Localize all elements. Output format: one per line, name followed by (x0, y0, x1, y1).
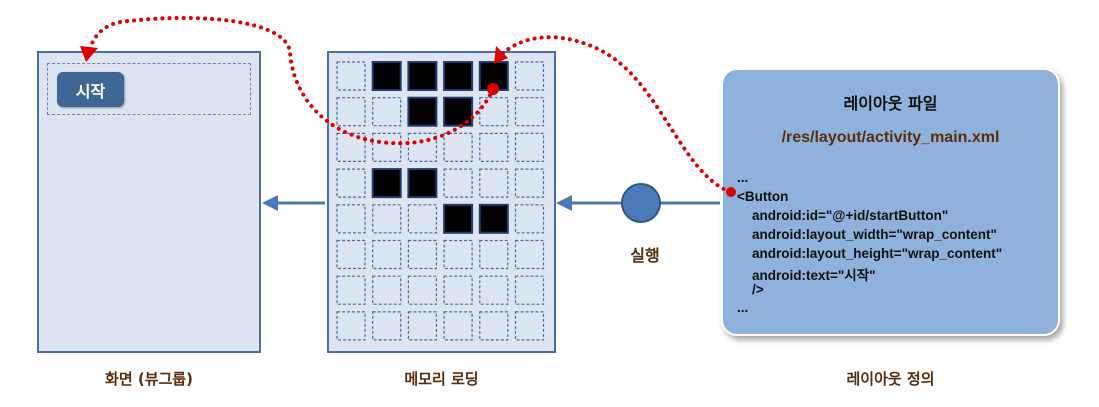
memory-cell-empty (407, 239, 437, 270)
arrow-to-memory-head (556, 195, 572, 211)
memory-cell-empty (336, 168, 366, 198)
dotted-arrow-start-dot (726, 187, 736, 197)
dotted-arrow-mid-dot (487, 83, 499, 95)
memory-cell-empty (514, 311, 545, 341)
memory-cell-filled (478, 203, 509, 234)
dotted-arrow-memory-to-screen-head (80, 46, 98, 62)
memory-caption: 메모리 로딩 (404, 370, 479, 388)
memory-cell-empty (336, 275, 366, 305)
start-button[interactable]: 시작 (57, 72, 124, 107)
code-line: android:layout_height="wrap_content" (737, 246, 1003, 261)
memory-cell-empty (336, 132, 366, 162)
execute-label: 실행 (630, 246, 660, 265)
memory-cell-filled (407, 168, 438, 199)
memory-cell-empty (336, 61, 366, 91)
code-line: ... (737, 300, 749, 315)
layout-file-card: 레이아웃 파일 /res/layout/activity_main.xml ..… (721, 68, 1060, 336)
memory-cell-filled (371, 61, 402, 91)
memory-cell-filled (407, 61, 438, 91)
memory-cell-empty (407, 311, 437, 341)
memory-grid (336, 61, 545, 341)
arrow-to-screen-head (262, 195, 278, 211)
memory-cell-empty (514, 239, 545, 270)
memory-cell-empty (443, 275, 473, 305)
memory-cell-empty (443, 132, 473, 162)
memory-cell-empty (336, 97, 366, 127)
dotted-arrow-memory-to-screen (88, 15, 495, 146)
screen-caption: 화면 (뷰그룹) (105, 370, 193, 388)
layout-caption: 레이아웃 정의 (846, 370, 935, 388)
memory-cell-empty (443, 239, 473, 270)
memory-cell-empty (514, 168, 545, 198)
layout-file-path: /res/layout/activity_main.xml (781, 129, 1000, 146)
memory-cell-filled (443, 203, 474, 234)
memory-cell-empty (407, 204, 437, 234)
memory-cell-empty (514, 97, 545, 127)
code-line: /> (737, 282, 764, 297)
memory-cell-empty (372, 275, 402, 305)
memory-cell-empty (336, 204, 366, 234)
screen-panel: 시작 (37, 51, 261, 353)
memory-cell-empty (514, 132, 545, 162)
memory-cell-empty (514, 61, 545, 91)
memory-cell-empty (443, 168, 473, 198)
memory-panel (327, 51, 556, 353)
memory-cell-filled (407, 96, 438, 127)
memory-cell-empty (372, 239, 402, 270)
code-line: ... (737, 170, 749, 185)
memory-cell-empty (479, 97, 509, 127)
memory-cell-empty (479, 239, 509, 270)
memory-cell-empty (514, 204, 545, 234)
code-line: android:layout_width="wrap_content" (737, 227, 997, 242)
memory-cell-empty (372, 204, 402, 234)
memory-cell-empty (479, 168, 509, 198)
code-line: android:id="@+id/startButton" (737, 208, 949, 223)
memory-cell-empty (372, 132, 402, 162)
code-line: android:text="시작" (737, 268, 876, 283)
execute-circle (621, 183, 661, 223)
memory-cell-empty (372, 97, 402, 127)
memory-cell-empty (372, 311, 402, 341)
memory-cell-empty (336, 311, 366, 341)
dotted-arrow-layout-to-memory (496, 35, 732, 194)
memory-cell-empty (479, 132, 509, 162)
code-line: <Button (737, 189, 789, 204)
memory-cell-empty (407, 132, 437, 162)
memory-cell-empty (479, 311, 509, 341)
memory-cell-filled (443, 61, 474, 91)
screen-layout-container: 시작 (47, 63, 251, 115)
memory-cell-empty (514, 275, 545, 305)
memory-cell-empty (336, 239, 366, 270)
memory-cell-empty (407, 275, 437, 305)
memory-cell-empty (479, 275, 509, 305)
layout-file-title: 레이아웃 파일 (843, 94, 938, 113)
memory-cell-filled (371, 168, 402, 199)
memory-cell-empty (443, 311, 473, 341)
dotted-arrow-layout-to-memory-head (494, 46, 508, 64)
